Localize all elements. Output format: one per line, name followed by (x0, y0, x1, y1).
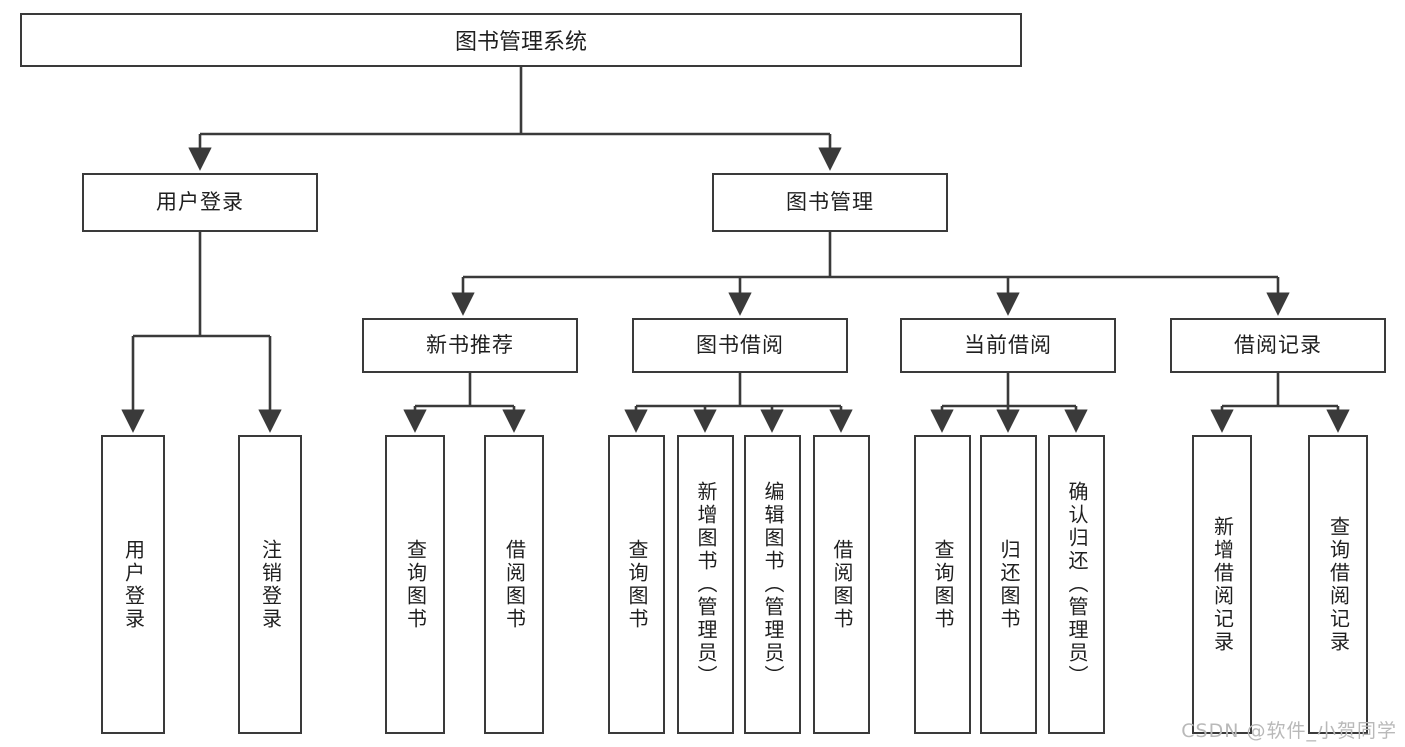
node-label: 用户登录 (121, 538, 146, 631)
leaf-query-books-recommend[interactable]: 查询图书 (385, 435, 445, 734)
leaf-add-borrow-record[interactable]: 新增借阅记录 (1192, 435, 1252, 734)
node-label: 查询图书 (931, 538, 955, 631)
node-label: 新书推荐 (426, 332, 514, 357)
node-label: 借阅图书 (502, 538, 527, 631)
node-label: 借阅记录 (1234, 332, 1322, 357)
node-label: 注销登录 (258, 538, 283, 631)
node-book-borrow[interactable]: 图书借阅 (632, 318, 848, 373)
node-label: 查询借阅记录 (1326, 515, 1351, 654)
node-root-system[interactable]: 图书管理系统 (20, 13, 1022, 67)
leaf-query-borrow-record[interactable]: 查询借阅记录 (1308, 435, 1368, 734)
watermark-text: CSDN @软件_小贺同学 (1181, 720, 1397, 742)
node-label: 确认归还（管理员） (1065, 481, 1089, 688)
leaf-edit-book-admin[interactable]: 编辑图书（管理员） (744, 435, 801, 734)
node-label: 查询图书 (403, 538, 428, 631)
node-new-book-recommend[interactable]: 新书推荐 (362, 318, 578, 373)
node-user-login[interactable]: 用户登录 (82, 173, 318, 232)
node-label: 图书借阅 (696, 332, 784, 357)
node-current-borrow[interactable]: 当前借阅 (900, 318, 1116, 373)
node-label: 查询图书 (625, 538, 649, 631)
node-label: 用户登录 (156, 189, 244, 214)
node-label: 当前借阅 (964, 332, 1052, 357)
node-label: 编辑图书（管理员） (761, 481, 785, 688)
leaf-return-book[interactable]: 归还图书 (980, 435, 1037, 734)
leaf-borrow-books-recommend[interactable]: 借阅图书 (484, 435, 544, 734)
node-book-management[interactable]: 图书管理 (712, 173, 948, 232)
leaf-user-login[interactable]: 用户登录 (101, 435, 165, 734)
leaf-logout[interactable]: 注销登录 (238, 435, 302, 734)
leaf-query-books-current[interactable]: 查询图书 (914, 435, 971, 734)
node-label: 图书管理 (786, 189, 874, 214)
leaf-confirm-return-admin[interactable]: 确认归还（管理员） (1048, 435, 1105, 734)
node-label: 图书管理系统 (454, 30, 587, 55)
node-label: 归还图书 (997, 538, 1021, 631)
node-borrow-records[interactable]: 借阅记录 (1170, 318, 1386, 373)
node-label: 借阅图书 (830, 538, 854, 631)
node-label: 新增图书（管理员） (694, 481, 718, 688)
leaf-add-book-admin[interactable]: 新增图书（管理员） (677, 435, 734, 734)
leaf-borrow-book[interactable]: 借阅图书 (813, 435, 870, 734)
node-label: 新增借阅记录 (1210, 515, 1235, 654)
leaf-query-books-borrow[interactable]: 查询图书 (608, 435, 665, 734)
